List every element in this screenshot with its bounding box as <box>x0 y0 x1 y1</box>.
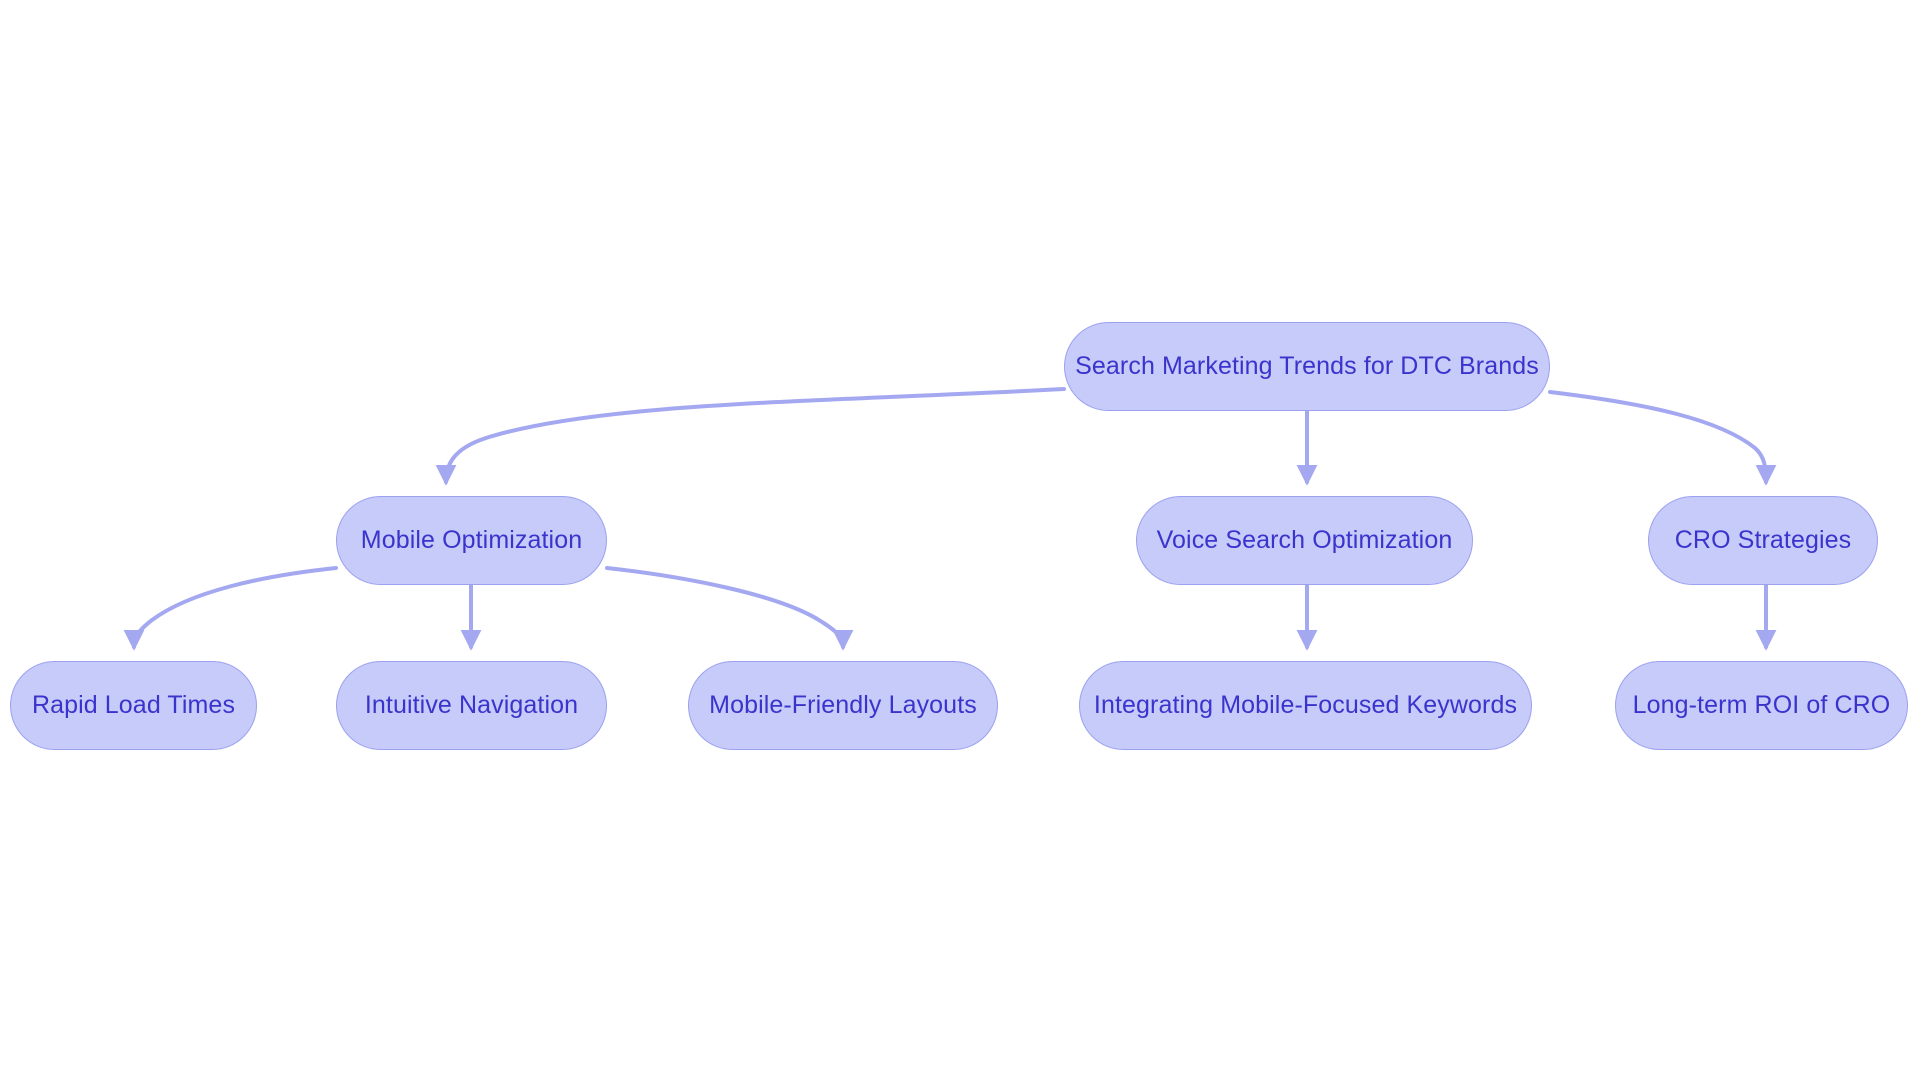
node-cro-strategies-label: CRO Strategies <box>1674 526 1852 554</box>
node-intuitive-navigation-label: Intuitive Navigation <box>364 691 579 719</box>
node-cro-strategies[interactable]: CRO Strategies <box>1648 496 1878 585</box>
node-mobile-friendly-layouts-label: Mobile-Friendly Layouts <box>709 691 977 719</box>
node-intuitive-navigation[interactable]: Intuitive Navigation <box>336 661 607 750</box>
node-long-term-roi-of-cro-label: Long-term ROI of CRO <box>1632 691 1891 719</box>
node-voice-search-optimization[interactable]: Voice Search Optimization <box>1136 496 1473 585</box>
node-long-term-roi-of-cro[interactable]: Long-term ROI of CRO <box>1615 661 1908 750</box>
edge-mobile-rapid <box>123 566 338 651</box>
node-mobile-friendly-layouts[interactable]: Mobile-Friendly Layouts <box>688 661 998 750</box>
node-root[interactable]: Search Marketing Trends for DTC Brands <box>1064 322 1550 411</box>
node-rapid-load-times-label: Rapid Load Times <box>31 691 236 719</box>
node-integrating-mobile-focused-keywords[interactable]: Integrating Mobile-Focused Keywords <box>1079 661 1532 750</box>
node-mobile-optimization-label: Mobile Optimization <box>360 526 583 554</box>
node-mobile-optimization[interactable]: Mobile Optimization <box>336 496 607 585</box>
node-rapid-load-times[interactable]: Rapid Load Times <box>10 661 257 750</box>
edge-root-mobile <box>435 387 1066 486</box>
edge-mobile-layouts <box>605 566 854 651</box>
edge-root-cro <box>1548 390 1777 486</box>
node-root-label: Search Marketing Trends for DTC Brands <box>1075 352 1539 380</box>
node-voice-search-optimization-label: Voice Search Optimization <box>1156 526 1453 554</box>
node-integrating-mobile-focused-keywords-label: Integrating Mobile-Focused Keywords <box>1093 691 1518 719</box>
